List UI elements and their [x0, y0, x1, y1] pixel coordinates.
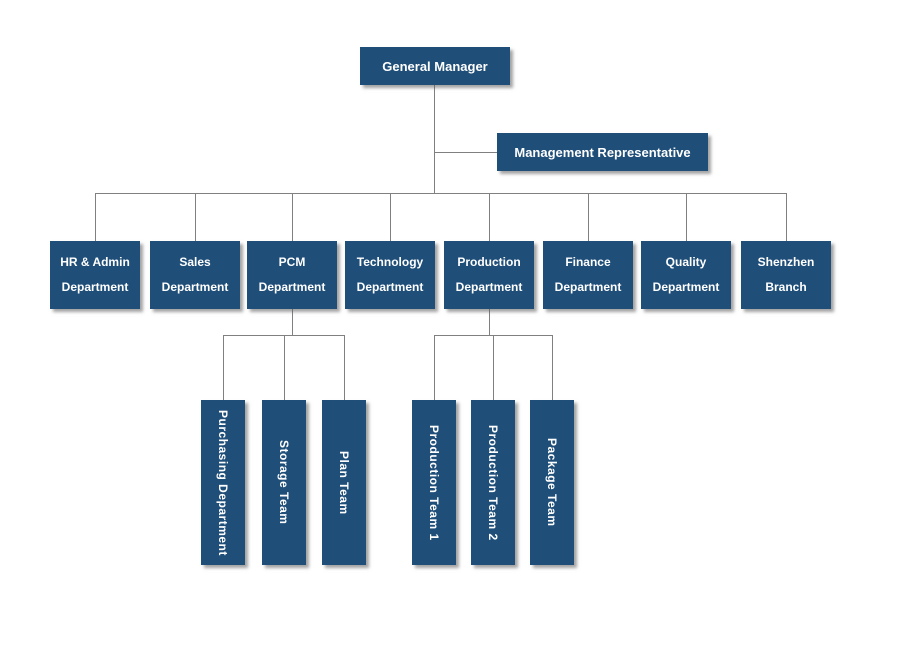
connector-drop-pcm: [292, 193, 293, 241]
connector-pcm-stem: [292, 309, 293, 335]
connector-spine: [95, 193, 786, 194]
connector-pcm-spine: [223, 335, 344, 336]
org-node-plan-team: Plan Team: [322, 400, 366, 565]
node-label-line2: Department: [652, 279, 720, 294]
node-label-line2: Department: [455, 279, 523, 294]
connector-trunk: [434, 85, 435, 193]
node-label-line1: HR & Admin: [60, 255, 130, 270]
org-node-purchasing-department: Purchasing Department: [201, 400, 245, 565]
node-label-line2: Department: [356, 279, 424, 294]
connector-drop-plan: [344, 335, 345, 400]
node-label-line1: Production: [457, 255, 521, 270]
org-node-pcm-department: PCM Department: [247, 241, 337, 309]
connector-drop-prod-team1: [434, 335, 435, 400]
org-node-package-team: Package Team: [530, 400, 574, 565]
org-node-storage-team: Storage Team: [262, 400, 306, 565]
connector-drop-package: [552, 335, 553, 400]
node-label-line2: Department: [161, 279, 229, 294]
org-node-technology-department: Technology Department: [345, 241, 435, 309]
node-label: Storage Team: [277, 440, 291, 525]
node-label: Production Team 2: [486, 424, 500, 541]
org-node-general-manager: General Manager: [360, 47, 510, 85]
org-node-hr-admin-department: HR & Admin Department: [50, 241, 140, 309]
node-label-line2: Department: [258, 279, 326, 294]
node-label: Production Team 1: [427, 424, 441, 541]
node-label: Plan Team: [337, 450, 351, 515]
node-label-line1: Technology: [356, 255, 424, 270]
node-label-line1: Quality: [665, 255, 707, 270]
node-label-line1: Sales: [179, 255, 211, 270]
node-label: Package Team: [545, 438, 559, 527]
node-label-line2: Branch: [765, 279, 807, 294]
node-label: Purchasing Department: [216, 409, 230, 556]
connector-drop-shenzhen: [786, 193, 787, 241]
org-node-production-team-1: Production Team 1: [412, 400, 456, 565]
connector-production-stem: [489, 309, 490, 335]
connector-drop-sales: [195, 193, 196, 241]
connector-drop-quality: [686, 193, 687, 241]
node-label-line2: Department: [554, 279, 622, 294]
connector-drop-technology: [390, 193, 391, 241]
org-node-finance-department: Finance Department: [543, 241, 633, 309]
node-label: Management Representative: [514, 144, 691, 160]
connector-drop-finance: [588, 193, 589, 241]
org-node-shenzhen-branch: Shenzhen Branch: [741, 241, 831, 309]
connector-mgmt-rep: [434, 152, 497, 153]
node-label: General Manager: [382, 58, 488, 74]
connector-drop-hr: [95, 193, 96, 241]
connector-drop-purchasing: [223, 335, 224, 400]
node-label-line1: Finance: [565, 255, 611, 270]
node-label-line2: Department: [61, 279, 129, 294]
org-node-quality-department: Quality Department: [641, 241, 731, 309]
org-node-sales-department: Sales Department: [150, 241, 240, 309]
connector-drop-prod-team2: [493, 335, 494, 400]
connector-drop-storage: [284, 335, 285, 400]
org-node-production-team-2: Production Team 2: [471, 400, 515, 565]
connector-drop-production: [489, 193, 490, 241]
node-label-line1: Shenzhen: [757, 255, 815, 270]
org-node-production-department: Production Department: [444, 241, 534, 309]
node-label-line1: PCM: [278, 255, 306, 270]
org-node-management-representative: Management Representative: [497, 133, 708, 171]
